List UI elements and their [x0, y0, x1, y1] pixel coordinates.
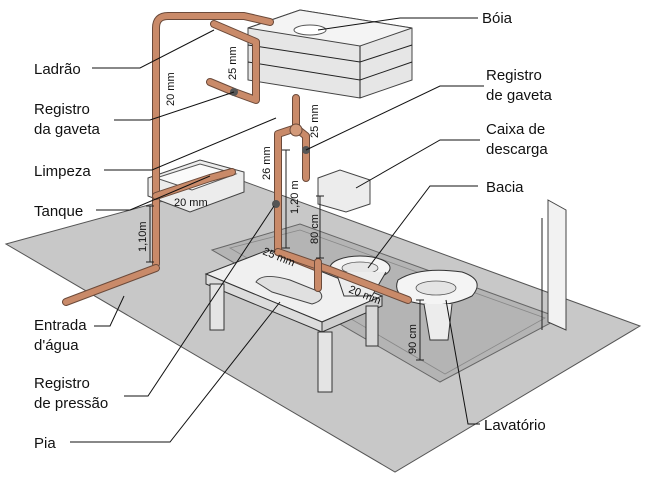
pipe-tee-icon	[289, 123, 303, 137]
callout-labels: Bóia Ladrão Registro da gaveta Registro …	[34, 10, 553, 452]
label-entrada-line1: Entrada	[34, 317, 87, 334]
label-registro-pressao-line2: de pressão	[34, 395, 108, 412]
dim-90cm: 90 cm	[407, 324, 419, 354]
label-caixa-descarga-line2: descarga	[486, 141, 548, 158]
dim-20mm-tanque: 20 mm	[174, 197, 208, 209]
label-tanque: Tanque	[34, 203, 83, 220]
label-registro-gaveta-right-line1: Registro	[486, 67, 542, 84]
label-caixa-descarga-line1: Caixa de	[486, 121, 545, 138]
label-limpeza: Limpeza	[34, 163, 91, 180]
label-boia: Bóia	[482, 10, 513, 27]
dim-20mm-riser: 20 mm	[165, 72, 177, 106]
dim-110m: 1,10m	[137, 221, 149, 252]
pipes	[62, 12, 412, 306]
label-registro-gaveta-left-line2: da gaveta	[34, 121, 101, 138]
label-registro-gaveta-right-line2: de gaveta	[486, 87, 553, 104]
water-tank	[247, 9, 413, 99]
label-registro-gaveta-left-line1: Registro	[34, 101, 90, 118]
dimension-lines	[146, 149, 424, 361]
washbasin	[396, 269, 478, 341]
dim-120m: 1,20 m	[289, 180, 301, 214]
dim-25mm-top: 25 mm	[227, 46, 239, 80]
dim-80cm: 80 cm	[309, 214, 321, 244]
flush-tank	[317, 169, 371, 213]
float-valve-ball	[293, 24, 327, 36]
dim-26mm: 26 mm	[261, 146, 273, 180]
leader-lines	[70, 17, 484, 443]
label-registro-pressao-line1: Registro	[34, 375, 90, 392]
dim-25mm-right: 25 mm	[309, 104, 321, 138]
partition-wall	[541, 199, 567, 331]
label-lavatorio: Lavatório	[484, 417, 546, 434]
label-bacia: Bacia	[486, 179, 524, 196]
label-pia: Pia	[34, 435, 56, 452]
label-entrada-line2: d'água	[34, 337, 79, 354]
label-ladrao: Ladrão	[34, 61, 81, 78]
kitchen-sink-counter	[204, 249, 384, 393]
valves	[230, 88, 310, 208]
